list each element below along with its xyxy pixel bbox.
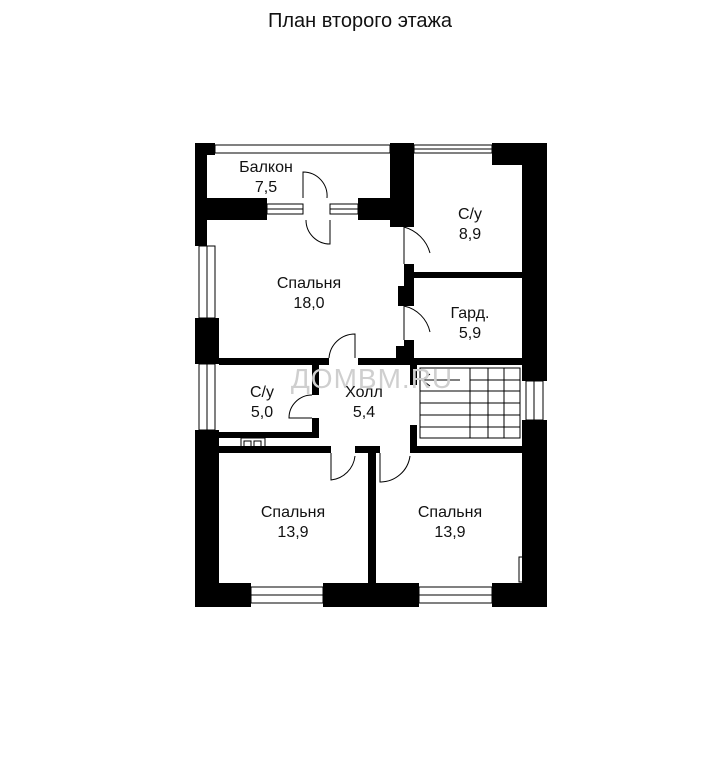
room-area: 13,9 [434,524,465,541]
room-area: 7,5 [255,179,277,196]
room-area: 8,9 [459,226,481,243]
doors [288,171,460,483]
room-name: Спальня [261,504,325,521]
room-name: С/у [458,206,482,223]
exterior-walls [195,143,547,607]
windows [198,144,544,604]
room-area: 5,4 [353,404,375,421]
room-name: Балкон [239,159,293,176]
room-label-bedroom3: Спальня 13,9 [418,504,482,541]
interior-walls [207,143,522,583]
room-name: Холл [345,384,383,401]
room-label-balcony: Балкон 7,5 [239,159,293,196]
room-name: Гард. [451,305,490,322]
room-area: 18,0 [293,295,324,312]
room-label-bedroom1: Спальня 18,0 [277,275,341,312]
stairs [419,367,521,439]
room-label-bath2: С/у 5,0 [250,384,274,421]
room-area: 5,9 [459,325,481,342]
page-title: План второго этажа [267,10,453,32]
room-area: 13,9 [277,524,308,541]
vent-fixtures [240,266,536,583]
room-area: 5,0 [251,404,273,421]
room-label-bath1: С/у 8,9 [458,206,482,243]
room-name: Спальня [418,504,482,521]
room-label-bedroom2: Спальня 13,9 [261,504,325,541]
room-name: С/у [250,384,274,401]
room-name: Спальня [277,275,341,292]
room-label-wardrobe: Гард. 5,9 [451,305,490,342]
watermark: ДОМВМ.RU [291,363,453,394]
room-label-hall: Холл 5,4 [345,384,383,421]
